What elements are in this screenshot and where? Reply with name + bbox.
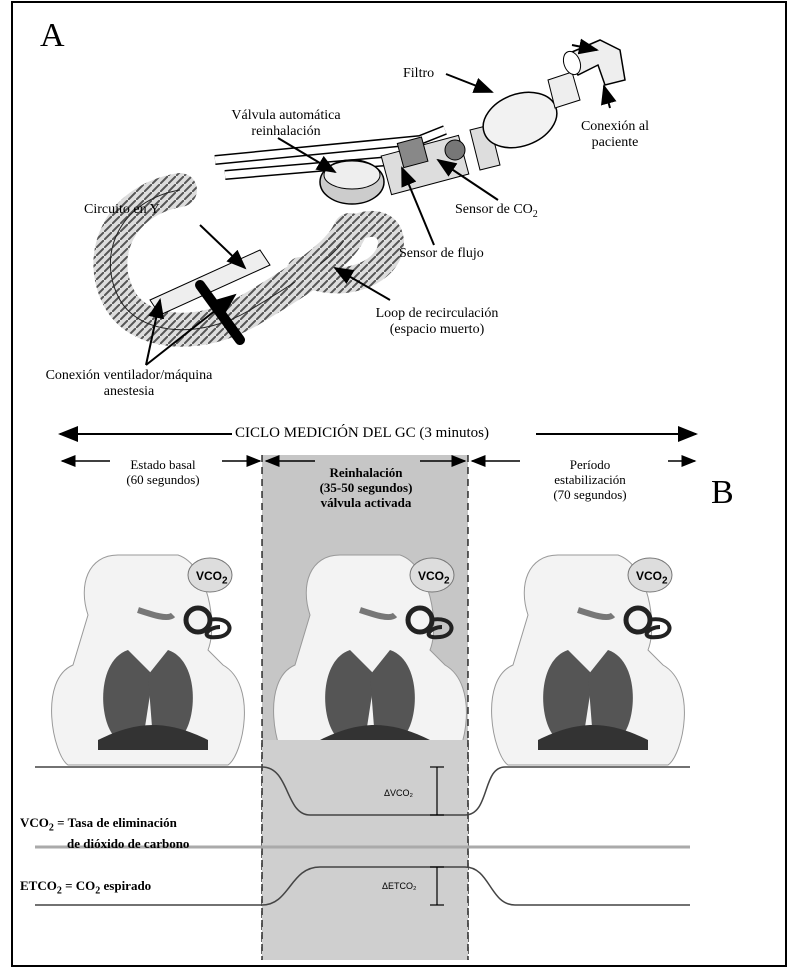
vco2-definition-line2: de dióxido de carbono xyxy=(20,836,189,851)
etco2-definition-mid: = CO xyxy=(62,878,95,893)
label-valvula: Válvula automática reinhalación xyxy=(176,108,396,140)
phase-estabilizacion-line2: estabilización xyxy=(515,472,665,487)
vco2-bubble-rebreathing-sub: 2 xyxy=(444,575,450,586)
vco2-definition-line1: VCO2 = Tasa de eliminación xyxy=(20,815,189,836)
label-valvula-line2: reinhalación xyxy=(176,124,396,140)
vco2-bubble-stabilization-text: VCO xyxy=(636,569,662,583)
label-valvula-line1: Válvula automática xyxy=(176,108,396,124)
cycle-label: CICLO MEDICIÓN DEL GC (3 minutos) xyxy=(235,425,489,441)
phase-estabilizacion-line3: (70 segundos) xyxy=(515,487,665,502)
label-sensor-co2: Sensor de CO2 xyxy=(455,202,538,223)
etco2-definition: ETCO2 = CO2 espirado xyxy=(20,878,151,899)
vco2-bubble-baseline-sub: 2 xyxy=(222,575,228,586)
label-loop-line2: (espacio muerto) xyxy=(352,322,522,338)
rebreathing-device-illustration xyxy=(110,40,625,340)
phase-reinhalacion: Reinhalación (35-50 segundos) válvula ac… xyxy=(296,465,436,510)
vco2-definition-main: VCO xyxy=(20,815,49,830)
panel-a-letter: A xyxy=(40,18,65,54)
label-conexion-ventilador-line2: anestesia xyxy=(14,384,244,400)
phase-estabilizacion: Período estabilización (70 segundos) xyxy=(515,457,665,502)
vco2-bubble-rebreathing-text: VCO xyxy=(418,569,444,583)
label-sensor-co2-text: Sensor de CO xyxy=(455,202,533,217)
label-conexion-paciente-line1: Conexión al xyxy=(560,119,670,135)
phase-basal-line1: Estado basal xyxy=(88,457,238,472)
label-loop: Loop de recirculación (espacio muerto) xyxy=(352,306,522,338)
label-loop-line1: Loop de recirculación xyxy=(352,306,522,322)
label-circuito-y: Circuito en Y xyxy=(84,202,160,218)
panel-b-letter: B xyxy=(711,475,734,511)
vco2-bubble-rebreathing: VCO2 xyxy=(418,568,450,589)
phase-reinhalacion-line1: Reinhalación xyxy=(296,465,436,480)
delta-vco2-label: ΔVCO₂ xyxy=(384,785,413,801)
etco2-definition-main: ETCO xyxy=(20,878,57,893)
phase-basal-line2: (60 segundos) xyxy=(88,472,238,487)
vco2-bubble-baseline: VCO2 xyxy=(196,568,228,589)
phase-estabilizacion-line1: Período xyxy=(515,457,665,472)
label-conexion-ventilador: Conexión ventilador/máquina anestesia xyxy=(14,368,244,400)
delta-etco2-label: ΔETCO₂ xyxy=(382,878,417,894)
label-conexion-paciente-line2: paciente xyxy=(560,135,670,151)
vco2-bubble-stabilization-sub: 2 xyxy=(662,575,668,586)
phase-reinhalacion-line2: (35-50 segundos) xyxy=(296,480,436,495)
label-conexion-paciente: Conexión al paciente xyxy=(560,119,670,151)
label-filtro: Filtro xyxy=(403,66,434,82)
vco2-bubble-baseline-text: VCO xyxy=(196,569,222,583)
label-conexion-ventilador-line1: Conexión ventilador/máquina xyxy=(14,368,244,384)
etco2-definition-rest: espirado xyxy=(100,878,151,893)
vco2-bubble-stabilization: VCO2 xyxy=(636,568,668,589)
phase-reinhalacion-line3: válvula activada xyxy=(296,495,436,510)
vco2-definition: VCO2 = Tasa de eliminación de dióxido de… xyxy=(20,815,189,851)
phase-basal: Estado basal (60 segundos) xyxy=(88,457,238,487)
vco2-definition-rest: = Tasa de eliminación xyxy=(54,815,177,830)
label-sensor-co2-sub: 2 xyxy=(533,209,538,220)
label-sensor-flujo: Sensor de flujo xyxy=(399,246,484,262)
